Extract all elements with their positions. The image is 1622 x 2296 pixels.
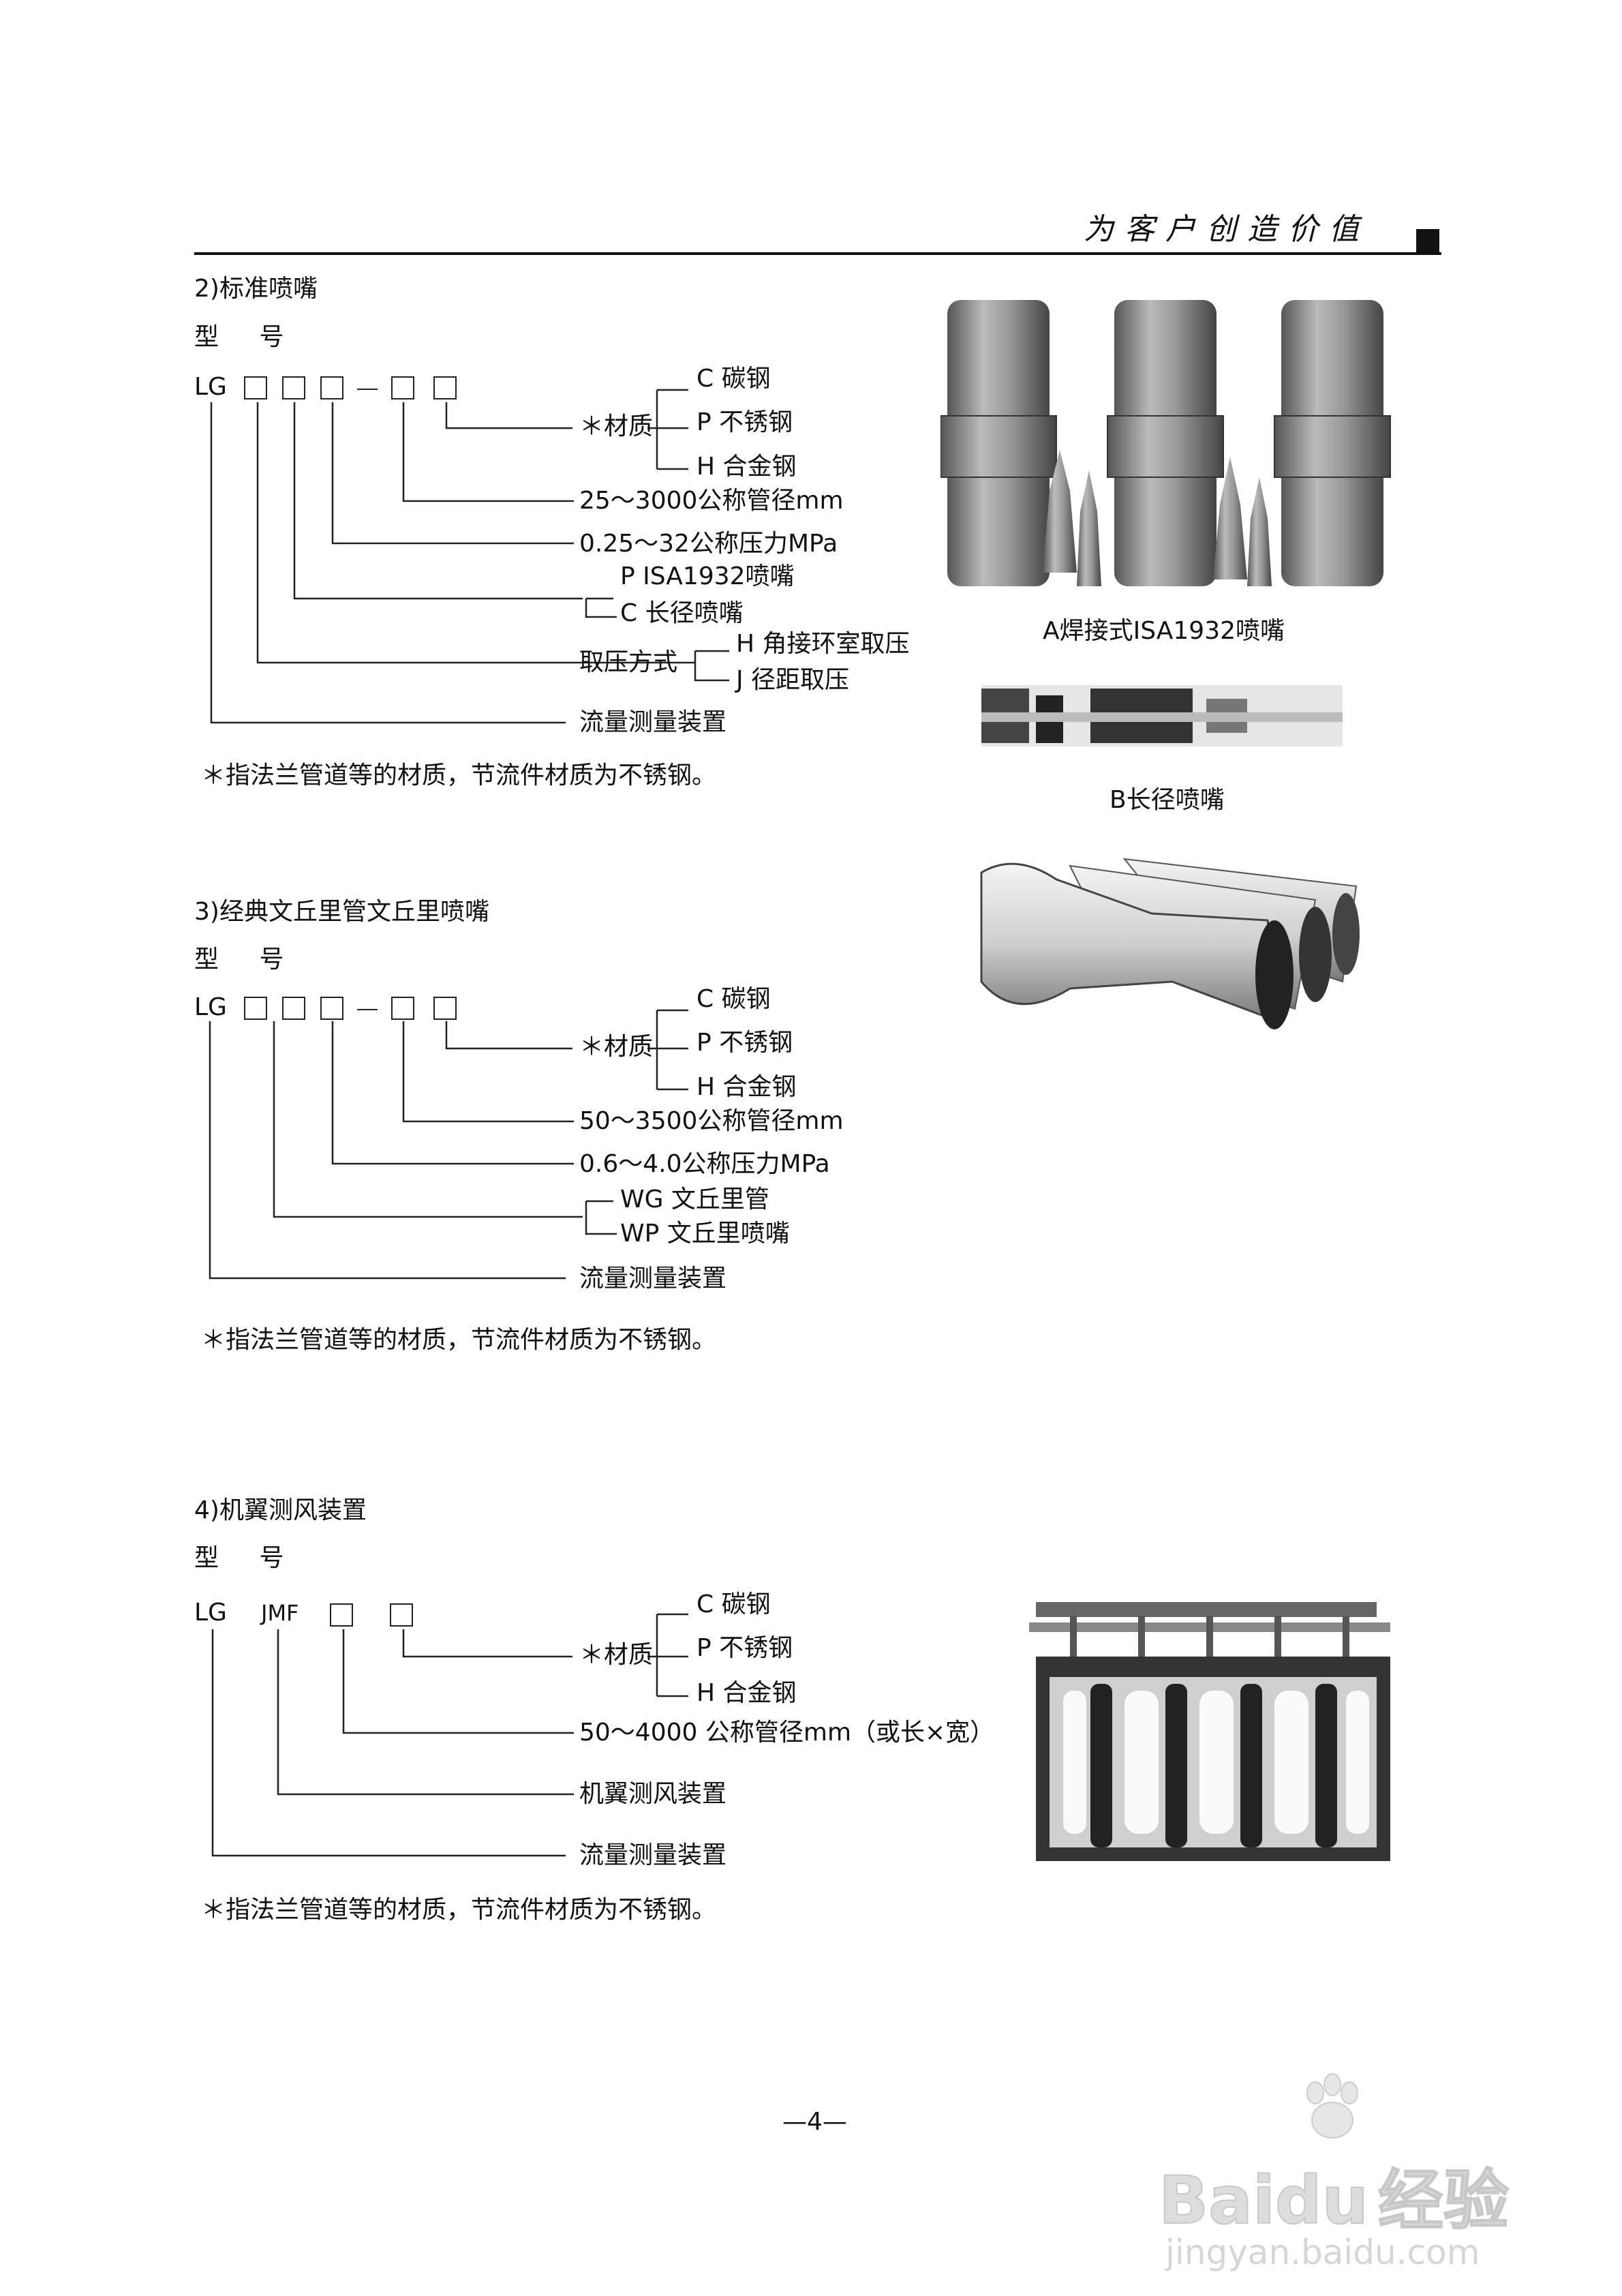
material-carbon: C 碳钢 xyxy=(697,1590,771,1618)
type-long-radius: C 长径喷嘴 xyxy=(620,599,744,627)
type-venturi-nozzle: WP 文丘里喷嘴 xyxy=(620,1220,790,1248)
watermark-brand: Bai xyxy=(1158,2162,1276,2239)
caption-a: A焊接式ISA1932喷嘴 xyxy=(1043,617,1285,645)
material-carbon: C 碳钢 xyxy=(697,985,771,1013)
caption-b: B长径喷嘴 xyxy=(1110,786,1225,814)
section-4-model-label: 型 号 xyxy=(194,1544,301,1572)
header-rule xyxy=(194,252,1441,255)
section-4-code-jmf: JMF xyxy=(261,1600,299,1626)
section-3-model-label: 型 号 xyxy=(194,946,301,973)
material-label: ＊材质 xyxy=(579,1641,654,1669)
watermark-brand2: du xyxy=(1274,2162,1369,2239)
type-isa1932: P ISA1932喷嘴 xyxy=(620,562,795,590)
tap-corner: H 角接环室取压 xyxy=(736,630,910,658)
code-box xyxy=(320,997,343,1020)
material-stainless: P 不锈钢 xyxy=(697,408,793,436)
isa1932-nozzle-photo xyxy=(940,300,1391,586)
paw-icon xyxy=(1306,2073,1358,2139)
material-stainless: P 不锈钢 xyxy=(697,1634,793,1662)
wing-air-measuring-device-photo xyxy=(1029,1602,1390,1861)
diameter-range: 25～3000公称管径mm xyxy=(579,487,844,515)
device-label: 流量测量装置 xyxy=(579,708,727,736)
header-block xyxy=(1416,229,1439,254)
section-2-note: ＊指法兰管道等的材质，节流件材质为不锈钢。 xyxy=(201,761,717,789)
section-3-note: ＊指法兰管道等的材质，节流件材质为不锈钢。 xyxy=(201,1326,717,1354)
section-2-title: 2)标准喷嘴 xyxy=(194,275,318,303)
section-2-code: LG xyxy=(194,373,227,401)
header-slogan: 为客户创造价值 xyxy=(1084,212,1370,247)
pressure-range: 0.6～4.0公称压力MPa xyxy=(579,1150,830,1178)
code-box xyxy=(282,997,305,1020)
code-box xyxy=(282,376,305,399)
section-4-note: ＊指法兰管道等的材质，节流件材质为不锈钢。 xyxy=(201,1896,717,1924)
code-box xyxy=(244,997,267,1020)
material-label: ＊材质 xyxy=(579,412,654,440)
pressure-range: 0.25～32公称压力MPa xyxy=(579,530,838,558)
diameter-range: 50～4000 公称管径mm（或长×宽） xyxy=(579,1719,995,1747)
material-alloy: H 合金钢 xyxy=(697,1073,797,1101)
code-box xyxy=(433,997,457,1020)
code-dash xyxy=(357,389,378,390)
long-radius-nozzle-photo xyxy=(981,685,1343,746)
code-box xyxy=(433,376,457,399)
venturi-tube-photo xyxy=(980,858,1360,1029)
watermark-cn: 经验 xyxy=(1377,2162,1510,2239)
material-stainless: P 不锈钢 xyxy=(697,1029,793,1057)
code-box xyxy=(391,376,414,399)
tap-radius: J 径距取压 xyxy=(736,666,850,694)
code-box xyxy=(320,376,343,399)
code-dash xyxy=(357,1009,378,1010)
section-3-code: LG xyxy=(194,993,227,1021)
code-box xyxy=(330,1603,353,1627)
watermark-url: jingyan.baidu.com xyxy=(1165,2233,1480,2272)
code-box xyxy=(391,997,414,1020)
code-box xyxy=(390,1603,413,1627)
tap-label: 取压方式 xyxy=(579,648,678,676)
section-4-title: 4)机翼测风装置 xyxy=(194,1496,367,1524)
type-venturi-tube: WG 文丘里管 xyxy=(620,1185,769,1213)
material-alloy: H 合金钢 xyxy=(697,453,797,481)
section-4-code: LG xyxy=(194,1599,227,1627)
page-number: —4— xyxy=(782,2108,847,2136)
section-3-title: 3)经典文丘里管文丘里喷嘴 xyxy=(194,898,489,926)
material-alloy: H 合金钢 xyxy=(697,1679,797,1707)
material-label: ＊材质 xyxy=(579,1033,654,1061)
jmf-label: 机翼测风装置 xyxy=(579,1780,727,1808)
device-label: 流量测量装置 xyxy=(579,1265,727,1293)
section-2-model-label: 型 号 xyxy=(194,323,301,351)
diameter-range: 50～3500公称管径mm xyxy=(579,1107,844,1135)
device-label: 流量测量装置 xyxy=(579,1841,727,1869)
material-carbon: C 碳钢 xyxy=(697,365,771,393)
code-box xyxy=(244,376,267,399)
